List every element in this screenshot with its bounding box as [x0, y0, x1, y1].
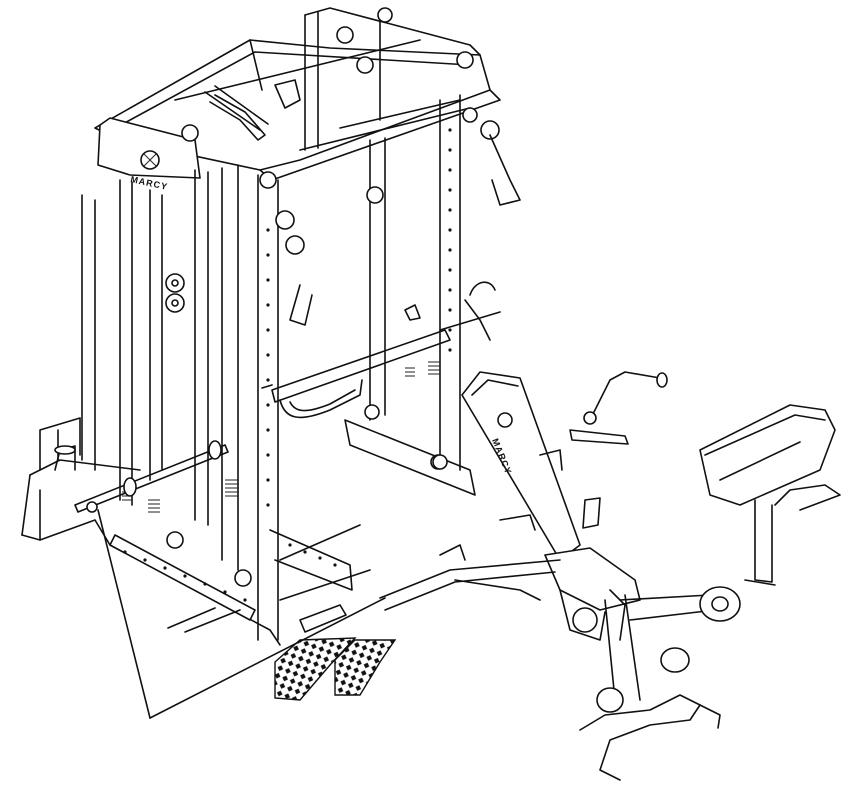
main-frame: MARCY — [21, 7, 521, 646]
bench-backrest — [461, 371, 581, 561]
preacher-curl-pad — [699, 404, 841, 586]
base-holes — [123, 543, 337, 602]
weight-plates — [165, 273, 185, 313]
pulleys — [166, 7, 500, 587]
bench-logo-icon — [497, 412, 513, 428]
foot-plates — [274, 637, 397, 701]
callout-lines — [86, 501, 386, 719]
bench: MARCY — [379, 371, 741, 781]
leg-roller-lower — [660, 647, 690, 673]
callout-target-marker — [86, 501, 98, 513]
upright-holes — [266, 128, 452, 507]
springs — [122, 361, 440, 513]
accessory-handle — [569, 371, 668, 445]
logo-panel — [97, 117, 201, 179]
